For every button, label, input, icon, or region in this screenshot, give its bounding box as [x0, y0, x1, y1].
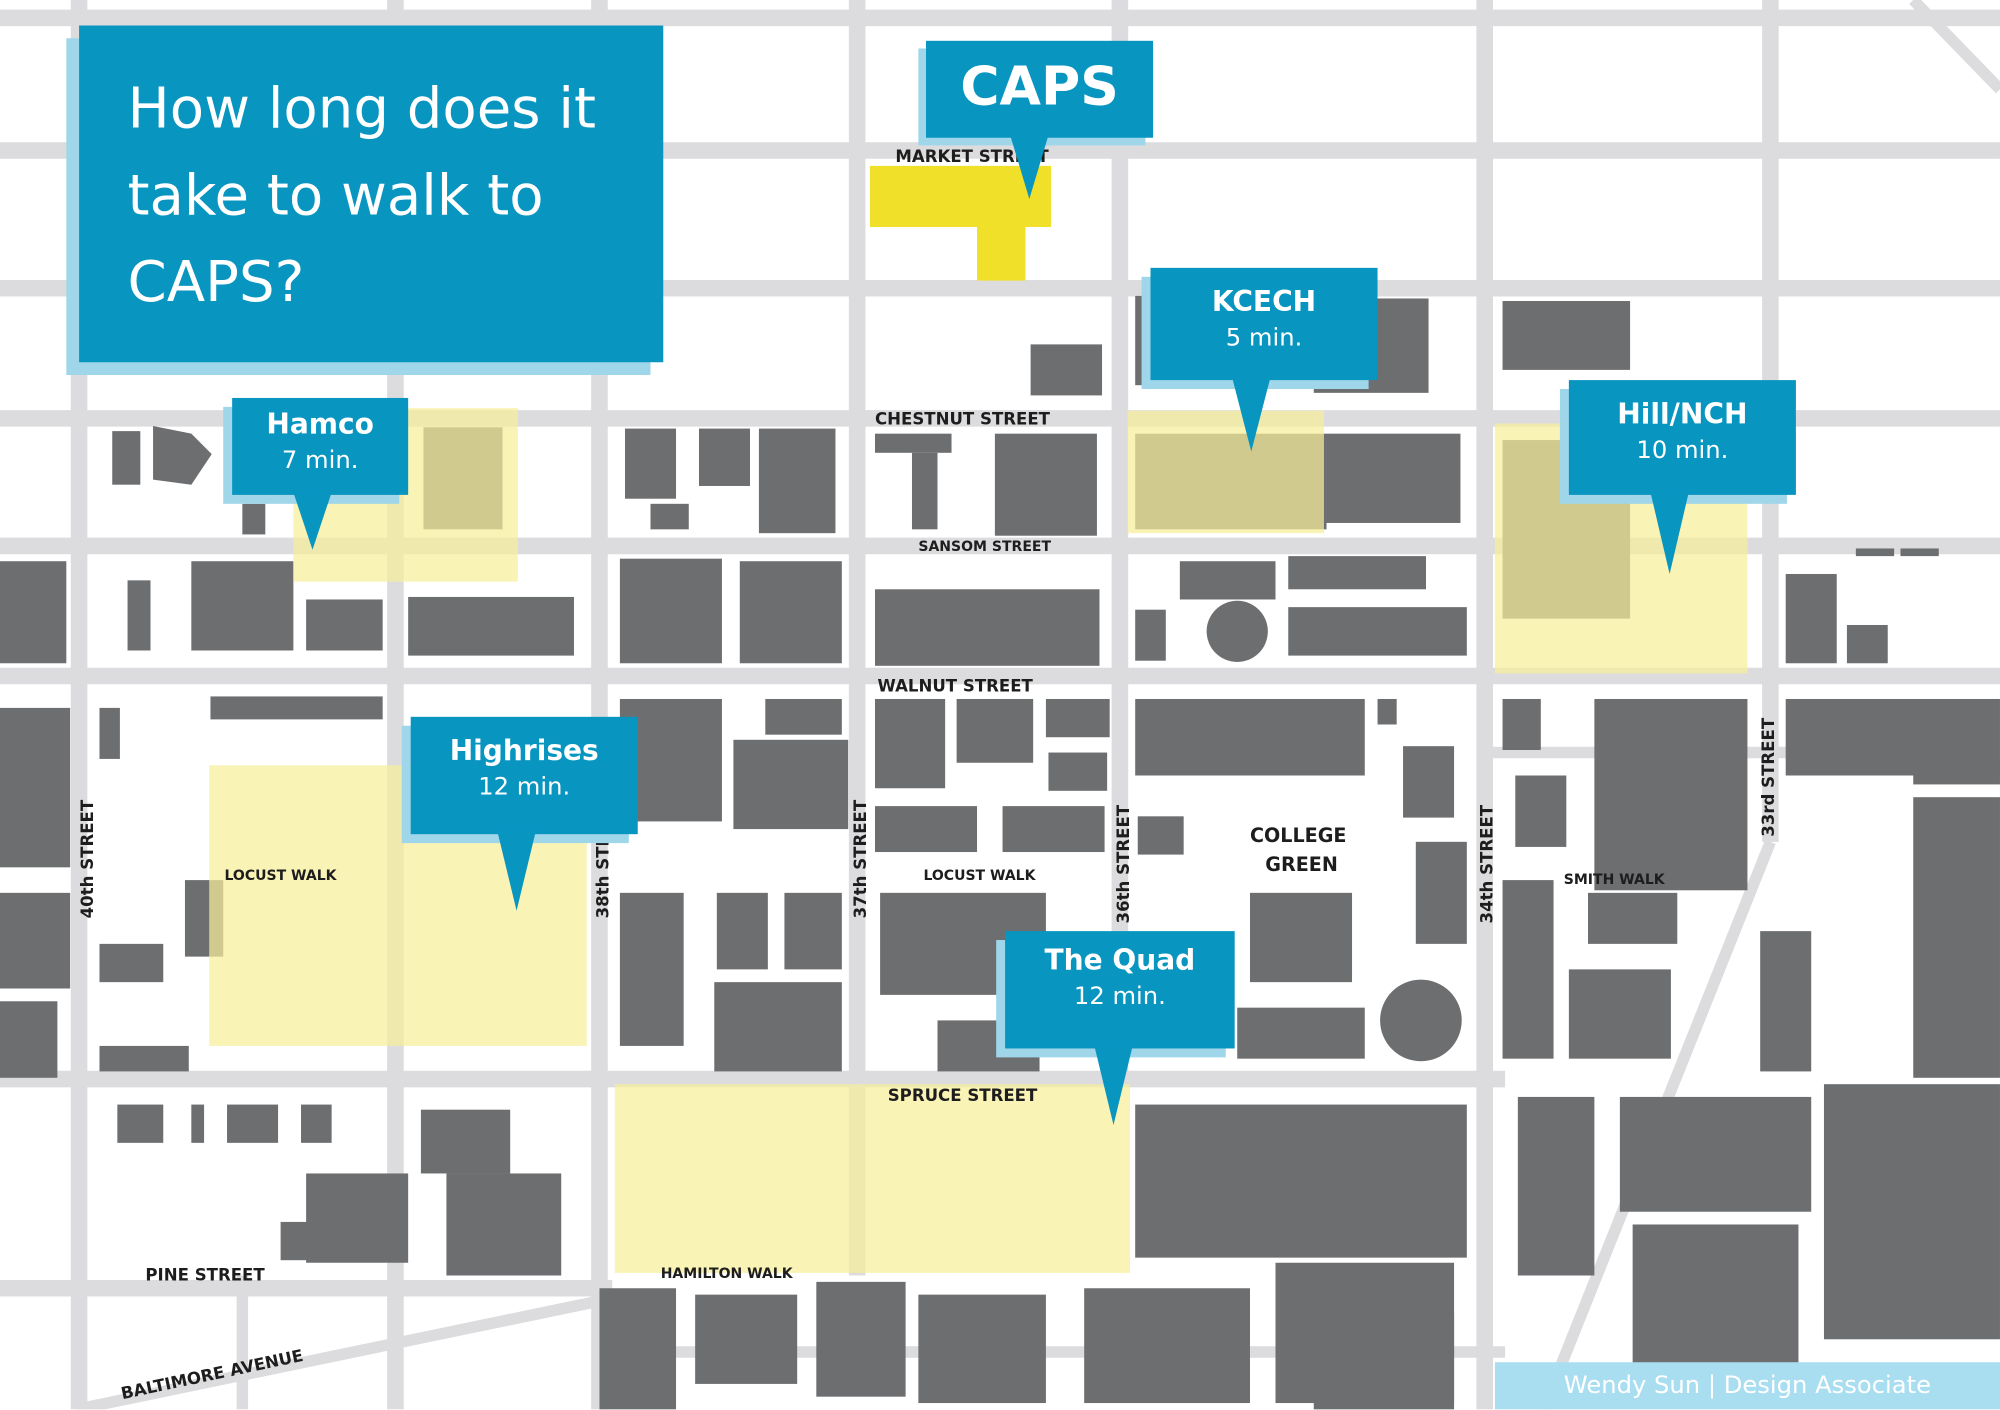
caps-pointer	[1010, 135, 1049, 199]
callout-hamco-time: 7 min.	[281, 446, 359, 475]
locust-walk-west-label: LOCUST WALK	[224, 868, 337, 884]
page-title: How long does it take to walk to CAPS?	[127, 76, 596, 316]
callout-the-quad-time: 12 min.	[1073, 982, 1166, 1011]
title-box: How long does it take to walk to CAPS?	[79, 25, 664, 363]
college-green-label-line1: COLLEGE	[1250, 824, 1347, 847]
smith-walk-label: SMITH WALK	[1564, 872, 1666, 888]
callout-hamco: Hamco 7 min.	[232, 397, 409, 495]
callout-hill-nch: Hill/NCH 10 min.	[1568, 380, 1796, 495]
callout-highrises: Highrises 12 min.	[410, 716, 638, 835]
chestnut-street-label: CHESTNUT STREET	[875, 410, 1051, 429]
callout-hill-nch-time: 10 min.	[1636, 436, 1729, 465]
baltimore-avenue-label: BALTIMORE AVENUE	[119, 1346, 305, 1403]
callout-the-quad: The Quad 12 min.	[1005, 931, 1235, 1049]
callout-hamco-pointer	[293, 492, 332, 550]
walnut-street-label: WALNUT STREET	[878, 676, 1034, 695]
36th-street-label: 36th STREET	[1114, 804, 1133, 923]
33rd-street-label: 33rd STREET	[1759, 717, 1778, 837]
callout-the-quad-pointer	[1094, 1045, 1133, 1125]
callout-kcech: KCECH 5 min.	[1150, 267, 1378, 381]
callout-hill-nch-name: Hill/NCH	[1617, 399, 1748, 432]
34th-street-label: 34th STREET	[1477, 804, 1496, 923]
locust-walk-east-label: LOCUST WALK	[923, 868, 1036, 884]
callout-highrises-time: 12 min.	[478, 772, 571, 802]
credit-label: Wendy Sun | Design Associate	[1494, 1362, 2000, 1410]
callout-highrises-pointer	[497, 831, 536, 911]
caps-label: CAPS	[960, 54, 1119, 118]
quad-zone	[614, 1084, 1131, 1273]
spruce-street-label: SPRUCE STREET	[888, 1086, 1038, 1105]
callout-kcech-pointer	[1232, 377, 1271, 452]
college-green-label-line2: GREEN	[1265, 853, 1338, 876]
pine-street-label: PINE STREET	[145, 1266, 265, 1285]
37th-street-label: 37th STREET	[851, 799, 870, 918]
callout-kcech-time: 5 min.	[1225, 323, 1303, 353]
sansom-street-label: SANSOM STREET	[918, 539, 1051, 555]
kcech-zone	[1127, 410, 1324, 534]
callout-hamco-name: Hamco	[266, 409, 374, 442]
40th-street-label: 40th STREET	[78, 799, 97, 918]
callout-hill-nch-pointer	[1650, 492, 1689, 574]
caps-building	[869, 165, 1052, 281]
caps-marker: CAPS	[926, 40, 1154, 138]
callout-kcech-name: KCECH	[1211, 286, 1317, 319]
callout-the-quad-name: The Quad	[1044, 945, 1196, 978]
hamilton-walk-label: HAMILTON WALK	[661, 1266, 794, 1282]
callout-highrises-name: Highrises	[449, 735, 599, 768]
